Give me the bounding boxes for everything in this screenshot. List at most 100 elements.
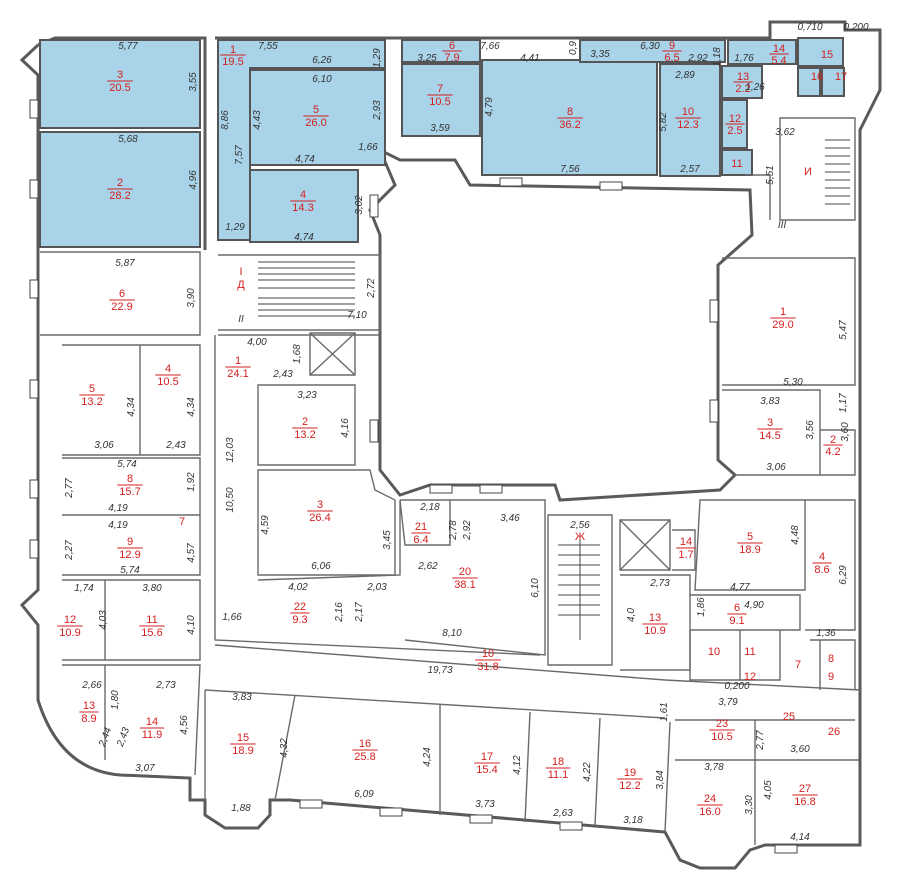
svg-text:5,47: 5,47 bbox=[838, 320, 849, 340]
room-4-rect bbox=[249, 169, 359, 243]
svg-text:2,89: 2,89 bbox=[674, 70, 695, 81]
svg-text:4,22: 4,22 bbox=[582, 762, 593, 782]
outer-walls bbox=[19, 20, 882, 870]
svg-text:3,80: 3,80 bbox=[142, 583, 162, 594]
svg-text:22: 22 bbox=[294, 601, 306, 613]
svg-text:8,10: 8,10 bbox=[442, 628, 462, 639]
room-label: 320.5 bbox=[107, 69, 133, 94]
room-1-rect bbox=[217, 39, 386, 241]
svg-text:3,45: 3,45 bbox=[382, 530, 393, 550]
svg-text:20.5: 20.5 bbox=[109, 82, 130, 94]
svg-text:4,41: 4,41 bbox=[520, 53, 539, 64]
svg-text:2,72: 2,72 bbox=[366, 278, 377, 299]
svg-text:12: 12 bbox=[744, 671, 756, 683]
svg-text:24: 24 bbox=[704, 793, 716, 805]
svg-text:2,78: 2,78 bbox=[448, 520, 459, 541]
svg-text:19.5: 19.5 bbox=[222, 56, 243, 68]
svg-text:4,02: 4,02 bbox=[288, 582, 308, 593]
room-16b-rect bbox=[797, 67, 821, 97]
room-label: 7 bbox=[795, 659, 801, 671]
svg-text:13: 13 bbox=[649, 612, 661, 624]
interior-walls bbox=[40, 117, 861, 845]
svg-text:14.3: 14.3 bbox=[292, 202, 313, 214]
svg-text:26.4: 26.4 bbox=[309, 512, 330, 524]
svg-text:6: 6 bbox=[119, 288, 125, 300]
svg-text:18.9: 18.9 bbox=[739, 544, 760, 556]
svg-text:14: 14 bbox=[146, 716, 158, 728]
svg-text:23: 23 bbox=[716, 718, 728, 730]
room-label: 10 bbox=[708, 646, 720, 658]
svg-text:2,56: 2,56 bbox=[569, 520, 590, 531]
svg-text:5: 5 bbox=[313, 104, 319, 116]
room-label: 122.5 bbox=[725, 113, 745, 137]
svg-text:6.4: 6.4 bbox=[413, 534, 428, 546]
room-17b-rect bbox=[821, 67, 845, 97]
svg-text:12,03: 12,03 bbox=[225, 437, 236, 462]
svg-text:16: 16 bbox=[811, 71, 823, 83]
svg-text:4,0: 4,0 bbox=[626, 608, 637, 622]
svg-text:16.0: 16.0 bbox=[699, 806, 720, 818]
room-6b-rect bbox=[401, 39, 481, 63]
svg-text:10: 10 bbox=[482, 648, 494, 660]
svg-text:28.2: 28.2 bbox=[109, 190, 130, 202]
svg-text:11.9: 11.9 bbox=[142, 729, 163, 741]
svg-text:10.5: 10.5 bbox=[157, 376, 178, 388]
svg-text:1,66: 1,66 bbox=[222, 612, 242, 623]
svg-text:6,09: 6,09 bbox=[354, 789, 374, 800]
svg-text:3: 3 bbox=[767, 417, 773, 429]
svg-text:2,62: 2,62 bbox=[417, 561, 438, 572]
svg-text:2.2: 2.2 bbox=[735, 83, 750, 95]
svg-text:19: 19 bbox=[624, 767, 636, 779]
svg-text:4,90: 4,90 bbox=[744, 600, 764, 611]
svg-text:21: 21 bbox=[415, 521, 427, 533]
svg-text:10.9: 10.9 bbox=[59, 627, 80, 639]
room-5-rect bbox=[249, 69, 386, 166]
room-label: 326.4 bbox=[307, 499, 333, 524]
room-11b-rect bbox=[721, 149, 753, 176]
svg-text:3,84: 3,84 bbox=[655, 770, 666, 790]
svg-text:29.0: 29.0 bbox=[772, 319, 793, 331]
svg-text:6,26: 6,26 bbox=[312, 55, 332, 66]
svg-text:II: II bbox=[238, 314, 244, 325]
svg-text:9: 9 bbox=[127, 536, 133, 548]
svg-text:4,96: 4,96 bbox=[188, 170, 199, 190]
room-label: 314.5 bbox=[757, 417, 783, 442]
svg-text:7,10: 7,10 bbox=[347, 310, 367, 321]
room-label: 216.4 bbox=[411, 521, 431, 546]
svg-text:2,63: 2,63 bbox=[552, 808, 573, 819]
svg-text:1: 1 bbox=[230, 44, 236, 56]
svg-text:1,29: 1,29 bbox=[372, 48, 383, 68]
svg-text:3,06: 3,06 bbox=[94, 440, 114, 451]
svg-text:4,32: 4,32 bbox=[279, 738, 290, 758]
svg-text:1,76: 1,76 bbox=[734, 53, 754, 64]
svg-text:4,12: 4,12 bbox=[512, 755, 523, 775]
svg-text:19,73: 19,73 bbox=[427, 665, 452, 676]
svg-text:2.5: 2.5 bbox=[727, 125, 742, 137]
svg-text:4: 4 bbox=[300, 189, 306, 201]
svg-text:2,43: 2,43 bbox=[272, 369, 293, 380]
room-label: 229.3 bbox=[290, 601, 310, 626]
svg-text:1,61: 1,61 bbox=[659, 702, 670, 721]
svg-text:13.2: 13.2 bbox=[294, 429, 315, 441]
svg-text:3,25: 3,25 bbox=[417, 53, 437, 64]
svg-text:11: 11 bbox=[731, 158, 742, 170]
svg-text:5: 5 bbox=[89, 383, 95, 395]
svg-text:11: 11 bbox=[146, 614, 157, 626]
stairs bbox=[258, 139, 850, 640]
room-15b-rect bbox=[797, 37, 844, 67]
room-label: 141.7 bbox=[676, 536, 696, 561]
svg-text:18: 18 bbox=[552, 756, 564, 768]
room-label: 48.6 bbox=[812, 551, 832, 576]
svg-text:15.7: 15.7 bbox=[119, 486, 140, 498]
room-label: 67.9 bbox=[442, 40, 462, 64]
svg-text:3,30: 3,30 bbox=[744, 795, 755, 815]
svg-text:9: 9 bbox=[669, 40, 675, 52]
svg-text:1,88: 1,88 bbox=[231, 803, 251, 814]
svg-text:2,43: 2,43 bbox=[165, 440, 186, 451]
svg-text:4,77: 4,77 bbox=[730, 582, 750, 593]
svg-text:1,18: 1,18 bbox=[712, 47, 723, 67]
